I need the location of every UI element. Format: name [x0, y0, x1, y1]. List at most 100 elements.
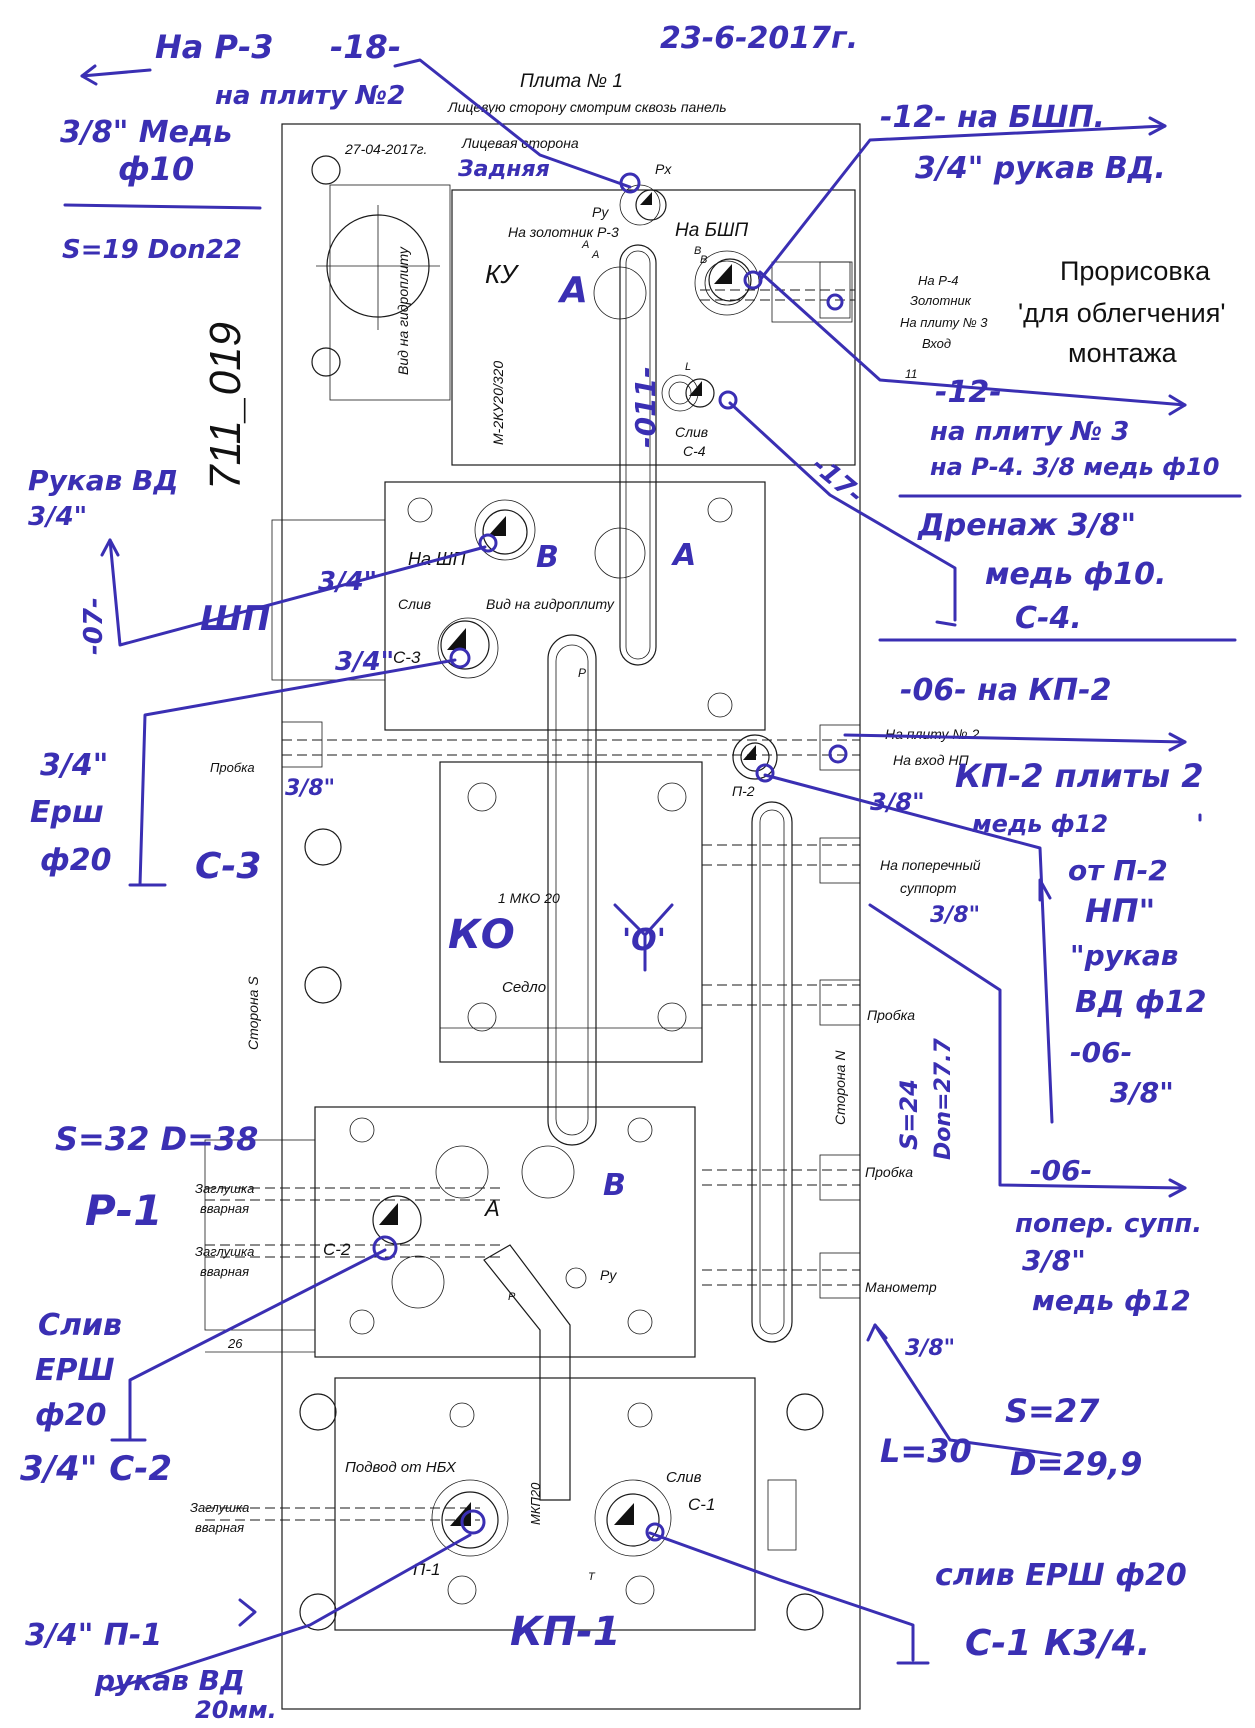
ink-text: На Р-3 -18- на плиту №2 23-6-2017г. 3/8"… — [20, 21, 1226, 1724]
svg-text:А: А — [591, 249, 599, 261]
svg-text:3/4": 3/4" — [28, 502, 87, 532]
ports — [372, 189, 770, 1549]
ku-view-frame — [329, 184, 451, 401]
doc-date: 27-04-2017г. — [344, 141, 427, 157]
svg-text:на плиту №2: на плиту №2 — [215, 81, 405, 111]
svg-text:3/4" П-1: 3/4" П-1 — [25, 1618, 162, 1653]
ink-date: 23-6-2017г. — [660, 21, 858, 56]
svg-text:3/4": 3/4" — [335, 647, 394, 677]
svg-text:на плиту № 3: на плиту № 3 — [930, 417, 1129, 447]
svg-text:Слив: Слив — [675, 424, 708, 440]
svg-text:С-2: С-2 — [323, 1240, 351, 1259]
svg-text:Заглушка: Заглушка — [190, 1500, 249, 1515]
svg-text:3/8" Медь: 3/8" Медь — [60, 115, 232, 150]
svg-text:'для облегчения': 'для облегчения' — [1018, 298, 1226, 328]
svg-text:11: 11 — [905, 367, 917, 381]
svg-text:Вход: Вход — [922, 336, 951, 351]
svg-text:D=29,9: D=29,9 — [1010, 1445, 1142, 1483]
svg-text:Пробка: Пробка — [867, 1007, 915, 1023]
svg-text:медь ф10.: медь ф10. — [985, 557, 1166, 592]
svg-text:ШП: ШП — [200, 599, 270, 639]
face-correction: Задняя — [457, 157, 550, 182]
mount-hole — [304, 828, 342, 866]
plate-title: Плита № 1 — [520, 71, 623, 92]
svg-text:На вход НП: На вход НП — [893, 752, 969, 768]
svg-text:3/4" С-2: 3/4" С-2 — [20, 1449, 172, 1489]
view-note: Лицевую сторону смотрим сквозь панель — [447, 99, 727, 115]
vertical-slot-right — [751, 801, 793, 1343]
vertical-slot-mid — [547, 634, 597, 1146]
svg-text:Р-1: Р-1 — [85, 1186, 162, 1235]
svg-text:S=19 Don22: S=19 Don22 — [62, 235, 242, 265]
svg-text:Сторона S: Сторона S — [245, 976, 261, 1050]
svg-text:А: А — [581, 239, 589, 251]
svg-text:L: L — [685, 361, 691, 373]
svg-text:слив ЕРШ ф20: слив ЕРШ ф20 — [935, 1558, 1187, 1593]
plate-outline — [281, 123, 861, 1710]
ko-hand: КО — [448, 912, 515, 958]
svg-text:П-2: П-2 — [732, 783, 755, 799]
svg-text:рукав ВД: рукав ВД — [94, 1664, 245, 1697]
svg-text:-011-: -011- — [629, 366, 662, 448]
svg-text:медь ф12: медь ф12 — [1032, 1284, 1191, 1317]
svg-text:В: В — [536, 540, 559, 575]
svg-text:от П-2: от П-2 — [1068, 854, 1168, 887]
kp1-hand: КП-1 — [510, 1609, 621, 1655]
svg-text:ЕРШ: ЕРШ — [35, 1353, 115, 1388]
svg-text:-18-: -18- — [330, 28, 401, 66]
svg-text:S=24: S=24 — [895, 1079, 923, 1150]
cad-drawing: Плита № 1 Лицевую сторону смотрим сквозь… — [190, 71, 988, 1710]
svg-text:вварная: вварная — [200, 1264, 249, 1279]
svg-text:Пробка: Пробка — [210, 760, 255, 775]
svg-text:МКП20: МКП20 — [528, 1482, 543, 1525]
ku-label: КУ — [485, 259, 519, 289]
svg-text:Слив: Слив — [38, 1308, 122, 1343]
mount-hole — [304, 966, 342, 1004]
svg-text:В: В — [603, 1168, 626, 1203]
svg-text:НП": НП" — [1085, 892, 1155, 930]
svg-text:ф10: ф10 — [118, 150, 194, 188]
svg-text:Золотник: Золотник — [910, 293, 972, 308]
svg-text:С-1 К3/4.: С-1 К3/4. — [965, 1623, 1150, 1664]
svg-text:На плиту № 2.: На плиту № 2. — [885, 726, 983, 742]
svg-text:попер. супп.: попер. супп. — [1015, 1209, 1202, 1239]
ku-model: М-2КУ20/320 — [490, 361, 506, 445]
svg-text:С-4: С-4 — [683, 443, 706, 459]
mount-hole — [786, 1393, 824, 1431]
p1-block — [314, 1106, 696, 1358]
svg-text:Заглушка: Заглушка — [195, 1244, 254, 1259]
svg-text:КП-2 плиты 2: КП-2 плиты 2 — [955, 757, 1203, 795]
svg-text:вварная: вварная — [195, 1520, 244, 1535]
kp1-block — [334, 1377, 756, 1631]
svg-text:"рукав: "рукав — [1070, 939, 1179, 972]
svg-text:Ру: Ру — [592, 204, 609, 220]
svg-text:Don=27.7: Don=27.7 — [931, 1038, 956, 1160]
svg-text:Вид на гидроплиту: Вид на гидроплиту — [486, 596, 615, 612]
svg-text:медь ф12: медь ф12 — [972, 810, 1108, 838]
svg-text:3/4" рукав ВД.: 3/4" рукав ВД. — [915, 151, 1166, 186]
svg-text:Рх: Рх — [655, 161, 672, 177]
svg-text:Манометр: Манометр — [865, 1279, 937, 1295]
svg-text:Дренаж 3/8": Дренаж 3/8" — [917, 508, 1136, 543]
drawing-number: 711_019 — [201, 322, 250, 490]
mount-hole — [786, 1593, 824, 1631]
svg-text:-12- на БШП.: -12- на БШП. — [880, 100, 1105, 135]
svg-text:Пробка: Пробка — [865, 1164, 913, 1180]
svg-text:-07-: -07- — [79, 597, 109, 655]
svg-text:А: А — [557, 270, 588, 311]
svg-text:На Р-4: На Р-4 — [918, 273, 958, 288]
svg-text:С-3: С-3 — [393, 648, 421, 667]
svg-text:Заглушка: Заглушка — [195, 1181, 254, 1196]
svg-text:3/8": 3/8" — [285, 776, 335, 801]
svg-text:на Р-4. 3/8 медь ф10: на Р-4. 3/8 медь ф10 — [930, 453, 1219, 481]
svg-text:3/8": 3/8" — [870, 788, 925, 816]
svg-text:3/4": 3/4" — [318, 567, 377, 597]
ink-lines — [63, 58, 1242, 1692]
svg-text:суппорт: суппорт — [900, 880, 957, 896]
svg-text:монтажа: монтажа — [1068, 338, 1178, 368]
svg-text:А: А — [483, 1196, 500, 1221]
mount-hole — [299, 1393, 337, 1431]
svg-text:вварная: вварная — [200, 1201, 249, 1216]
svg-text:Т: Т — [588, 1571, 596, 1583]
svg-text:На поперечный: На поперечный — [880, 857, 981, 873]
